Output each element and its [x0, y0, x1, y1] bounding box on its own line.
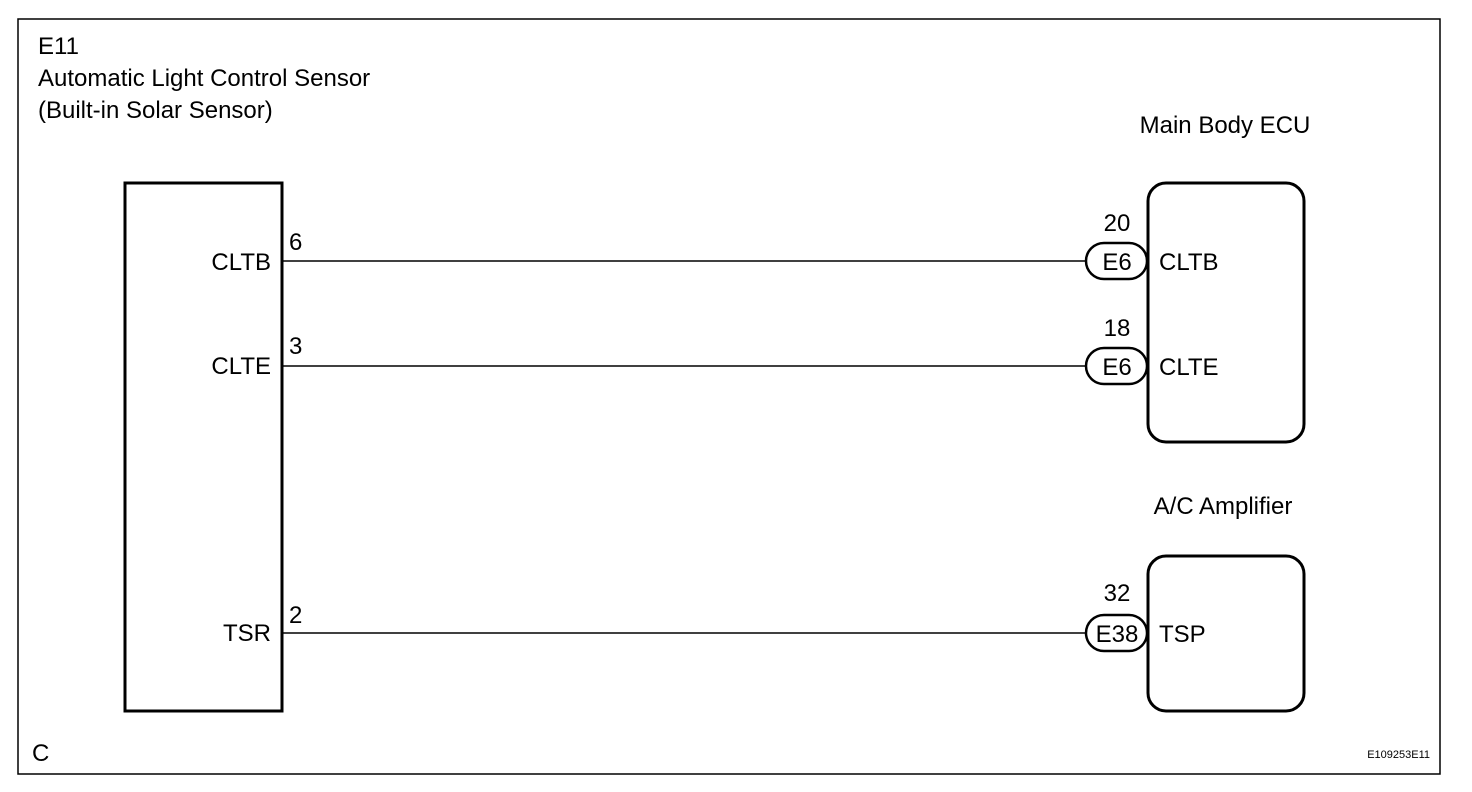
connector-e6-cltb-label: E6: [1102, 249, 1131, 276]
sensor-pin-label-clte: CLTE: [211, 353, 271, 380]
sensor-name: Automatic Light Control Sensor: [38, 65, 370, 92]
corner-letter: C: [32, 740, 49, 767]
figure-code: E109253E11: [1367, 749, 1430, 761]
ecu-pin-number-18: 18: [1104, 315, 1131, 342]
ecu-pin-label-clte: CLTE: [1159, 354, 1219, 381]
ecu-pin-number-20: 20: [1104, 210, 1131, 237]
connector-e6-cltb: [1084, 241, 1149, 281]
sensor-box: [123, 181, 284, 713]
ecu-box: [1146, 181, 1306, 444]
connector-e6-clte-label: E6: [1102, 354, 1131, 381]
connector-e38-tsp-label: E38: [1096, 621, 1139, 648]
sensor-pin-label-cltb: CLTB: [211, 249, 271, 276]
connector-e6-clte: [1084, 346, 1149, 386]
amp-pin-label-tsp: TSP: [1159, 621, 1206, 648]
amp-title: A/C Amplifier: [1154, 493, 1293, 520]
sensor-code: E11: [38, 33, 79, 60]
sensor-pin-label-tsr: TSR: [223, 620, 271, 647]
amp-pin-number-32: 32: [1104, 580, 1131, 607]
sensor-pin-number-cltb: 6: [289, 229, 302, 256]
sensor-pin-number-clte: 3: [289, 333, 302, 360]
sensor-subtitle: (Built-in Solar Sensor): [38, 97, 273, 124]
ecu-pin-label-cltb: CLTB: [1159, 249, 1219, 276]
sensor-pin-number-tsr: 2: [289, 602, 302, 629]
ecu-title: Main Body ECU: [1140, 112, 1311, 139]
connector-e38-tsp: [1084, 613, 1149, 653]
